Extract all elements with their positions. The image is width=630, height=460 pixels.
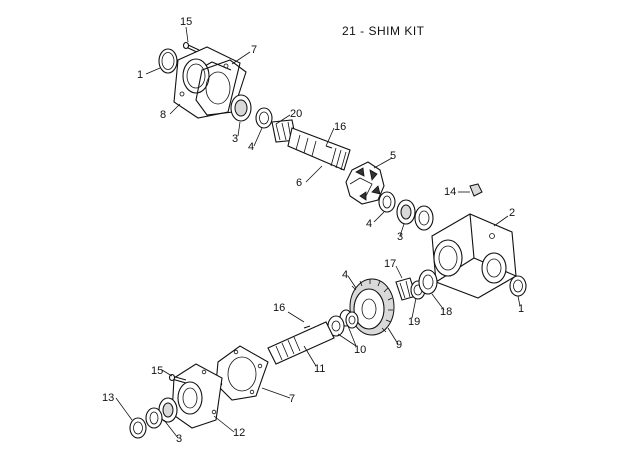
callout-8: 8: [160, 109, 167, 121]
bolt-15-low: [168, 373, 187, 384]
pinion-gear-5: [345, 161, 385, 205]
output-shaft-11: [267, 321, 335, 365]
callout-3-top: 3: [232, 133, 239, 145]
bearing-3-mid: [396, 199, 416, 225]
callout-11: 11: [314, 363, 326, 375]
gearbox-housing-2: [431, 213, 517, 299]
seal-18: [418, 269, 438, 295]
shims-10: [327, 309, 359, 337]
cover-12: [171, 363, 223, 429]
bearing-3-low: [145, 397, 178, 429]
callout-15-top: 15: [180, 16, 193, 28]
callout-4-mid: 4: [366, 218, 373, 230]
callout-20: 20: [290, 108, 303, 120]
seal-1-top: [158, 48, 178, 74]
callout-16-top: 16: [334, 121, 347, 133]
callout-1-right: 1: [518, 303, 525, 315]
ring-gear-9: [349, 278, 395, 336]
callout-10: 10: [354, 344, 367, 356]
callout-17: 17: [384, 258, 397, 270]
input-shaft-6: [287, 127, 351, 171]
callout-1-top: 1: [137, 69, 144, 81]
leader-lines: [115, 26, 521, 439]
bearing-3-top: [230, 94, 252, 122]
callout-15-low: 15: [151, 365, 164, 377]
callout-12: 12: [233, 427, 246, 439]
callout-2: 2: [509, 207, 516, 219]
callout-5: 5: [390, 150, 397, 162]
bearing-cone-4-mid: [378, 191, 396, 213]
callout-3-low: 3: [176, 433, 183, 445]
bearing-ring-mid: [414, 205, 434, 231]
seal-13: [129, 417, 147, 439]
callout-14: 14: [444, 186, 457, 198]
callout-6: 6: [296, 177, 303, 189]
callout-4-low: 4: [342, 269, 349, 281]
seal-1-right: [509, 275, 527, 297]
gasket-7-low: [215, 345, 269, 401]
callout-7-top: 7: [251, 44, 258, 56]
callout-16-low: 16: [273, 302, 286, 314]
callout-9: 9: [396, 339, 403, 351]
callout-3-mid: 3: [397, 231, 404, 243]
bearing-cone-4-top: [255, 107, 273, 129]
callout-18: 18: [440, 306, 453, 318]
diagram-title: 21 - SHIM KIT: [342, 24, 425, 38]
plug-14: [469, 183, 483, 197]
callout-7-low: 7: [289, 393, 296, 405]
callout-13: 13: [102, 392, 115, 404]
callout-19: 19: [408, 316, 421, 328]
callout-4-top: 4: [248, 141, 255, 153]
